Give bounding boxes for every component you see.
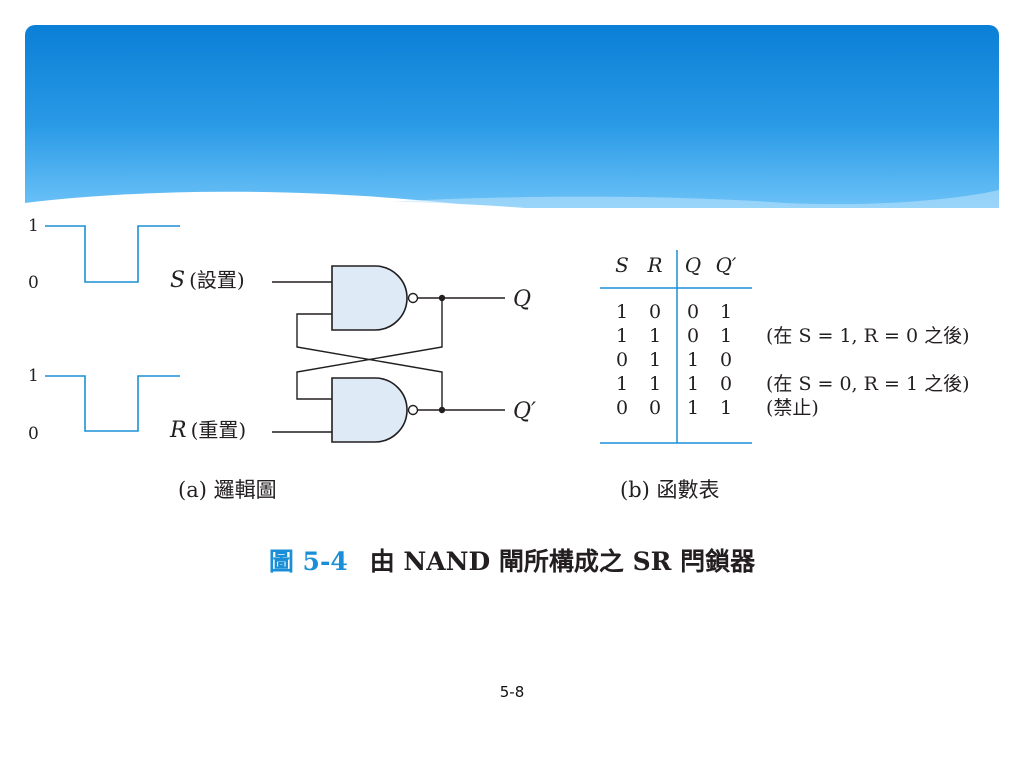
latch-wires: [272, 281, 505, 433]
table-cell-r3-qb: 0: [720, 373, 732, 395]
figure-number: 圖 5-4: [268, 547, 348, 576]
table-cell-r1-r: 1: [649, 325, 661, 347]
r-wave-low-label: 0: [28, 424, 39, 444]
header-wave-decoration: [25, 190, 999, 208]
table-cell-r4-s: 0: [616, 397, 628, 419]
nand-gate-upper: [331, 265, 419, 331]
table-cell-r0-q: 0: [687, 301, 699, 323]
table-cell-r0-r: 0: [649, 301, 661, 323]
table-header-2: Q: [685, 253, 701, 277]
figure-title: 由 NAND 閘所構成之 SR 閂鎖器: [369, 547, 756, 576]
s-wave-low-label: 0: [28, 273, 39, 293]
table-header-0: S: [615, 253, 629, 277]
page-number: 5-8: [499, 683, 525, 701]
table-cell-r4-r: 0: [649, 397, 661, 419]
figure-caption: 圖 5-4 由 NAND 閘所構成之 SR 閂鎖器: [0, 542, 1024, 578]
table-row-note-1: (在 S = 1, R = 0 之後): [766, 325, 969, 347]
table-row-note-4: (禁止): [766, 397, 819, 419]
table-cell-r1-q: 0: [687, 325, 699, 347]
junction-dot-q: [438, 294, 446, 302]
table-cell-r4-q: 1: [687, 397, 699, 419]
table-header-1: R: [646, 253, 662, 277]
sr-latch-diagram: 1 0 1 0 S(設置) R(重置) Q Q′ (a): [28, 216, 969, 502]
table-cell-r2-q: 1: [687, 349, 699, 371]
q-bar-output-label: Q′: [513, 399, 536, 424]
table-cell-r0-s: 1: [616, 301, 628, 323]
table-cell-r3-s: 1: [616, 373, 628, 395]
junction-dot-q-bar: [438, 406, 446, 414]
table-cell-r2-qb: 0: [720, 349, 732, 371]
table-row-note-3: (在 S = 0, R = 1 之後): [766, 373, 969, 395]
q-output-label: Q: [513, 287, 531, 312]
table-cell-r3-r: 1: [649, 373, 661, 395]
r-input-label: R(重置): [169, 418, 246, 443]
table-cell-r2-r: 1: [649, 349, 661, 371]
logic-diagram-caption: (a) 邏輯圖: [178, 478, 277, 502]
table-cell-r2-s: 0: [616, 349, 628, 371]
s-wave-high-label: 1: [28, 216, 39, 236]
s-waveform: 1 0: [28, 216, 180, 293]
slide-header-banner: [25, 25, 999, 208]
s-input-label: S(設置): [170, 268, 245, 293]
function-table-caption: (b) 函數表: [620, 478, 720, 502]
r-waveform: 1 0: [28, 366, 180, 444]
nand-gate-lower: [331, 377, 419, 443]
table-cell-r4-qb: 1: [720, 397, 732, 419]
r-wave-high-label: 1: [28, 366, 39, 386]
table-cell-r1-s: 1: [616, 325, 628, 347]
table-cell-r1-qb: 1: [720, 325, 732, 347]
table-header-3: Q′: [716, 253, 737, 277]
table-cell-r0-qb: 1: [720, 301, 732, 323]
table-cell-r3-q: 1: [687, 373, 699, 395]
